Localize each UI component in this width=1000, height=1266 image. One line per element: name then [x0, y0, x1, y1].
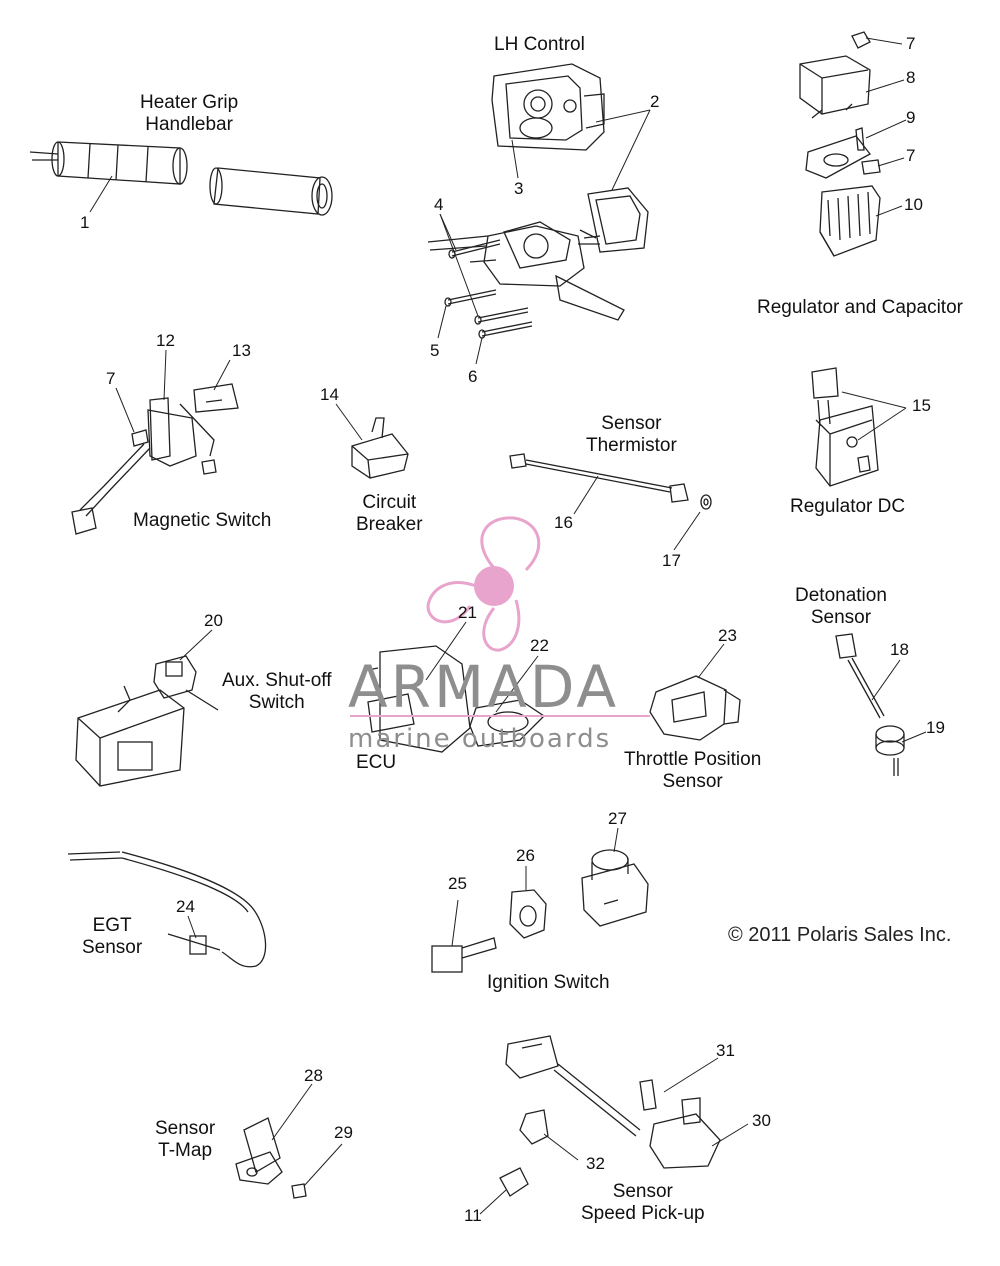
callout-14: 14	[320, 385, 339, 404]
callout-15: 15	[912, 396, 931, 415]
lh-control-title: LH Control	[494, 34, 585, 55]
speed-pickup-part	[499, 1035, 721, 1197]
callout-1: 1	[80, 213, 90, 232]
callout-19: 19	[926, 718, 945, 737]
callout-7-mid: 7	[906, 146, 916, 165]
aux-shutoff-switch-part	[75, 655, 219, 787]
callout-23: 23	[718, 626, 737, 645]
bolts-4-5-6	[444, 239, 533, 339]
callout-3: 3	[514, 179, 524, 198]
throttle-position-sensor-part	[649, 675, 741, 741]
callout-4: 4	[434, 195, 444, 214]
callout-22: 22	[530, 636, 549, 655]
regulator-dc-part	[811, 367, 879, 487]
regulator-capacitor-parts	[799, 31, 881, 257]
callout-6: 6	[468, 367, 478, 386]
callout-16: 16	[554, 513, 573, 532]
magnetic-switch-title: Magnetic Switch	[133, 510, 272, 531]
callout-13: 13	[232, 341, 251, 360]
magnetic-switch-part	[71, 383, 239, 535]
callout-31: 31	[716, 1041, 735, 1060]
copyright-notice: © 2011 Polaris Sales Inc.	[728, 924, 952, 946]
callout-7-top: 7	[906, 34, 916, 53]
watermark-brand: ARMADA	[348, 653, 620, 721]
callout-8: 8	[906, 68, 916, 87]
ecu-title: ECU	[356, 752, 397, 773]
sensor-thermistor-part	[509, 453, 712, 510]
callout-5: 5	[430, 341, 440, 360]
ignition-switch-part	[431, 849, 649, 973]
ecu-part	[367, 645, 546, 753]
callout-21: 21	[458, 603, 477, 622]
leader-lines	[89, 37, 927, 1215]
regulator-dc-title: Regulator DC	[790, 496, 906, 517]
circuit-breaker-part	[351, 417, 409, 479]
egt-sensor-part	[67, 851, 267, 968]
callout-12: 12	[156, 331, 175, 350]
watermark-propeller	[426, 516, 541, 652]
callout-30: 30	[752, 1111, 771, 1130]
heater-grip-part	[29, 141, 333, 216]
callout-27: 27	[608, 809, 627, 828]
callout-10: 10	[904, 195, 923, 214]
callout-29: 29	[334, 1123, 353, 1142]
callout-2: 2	[650, 92, 660, 111]
callout-7-left: 7	[106, 369, 116, 388]
callout-28: 28	[304, 1066, 323, 1085]
lh-control-assembly	[427, 187, 649, 321]
callout-20: 20	[204, 611, 223, 630]
lh-control-housing	[491, 63, 605, 151]
detonation-sensor-part	[835, 633, 905, 776]
sensor-tmap-part	[235, 1117, 307, 1199]
regulator-capacitor-title: Regulator and Capacitor	[757, 297, 963, 318]
callout-24: 24	[176, 897, 195, 916]
callout-17: 17	[662, 551, 681, 570]
callout-32: 32	[586, 1154, 605, 1173]
ignition-switch-title: Ignition Switch	[487, 972, 610, 993]
callout-9: 9	[906, 108, 916, 127]
callout-11: 11	[464, 1206, 482, 1225]
callout-25: 25	[448, 874, 467, 893]
watermark-tagline: marine outboards	[348, 724, 612, 754]
callout-18: 18	[890, 640, 909, 659]
callout-26: 26	[516, 846, 535, 865]
